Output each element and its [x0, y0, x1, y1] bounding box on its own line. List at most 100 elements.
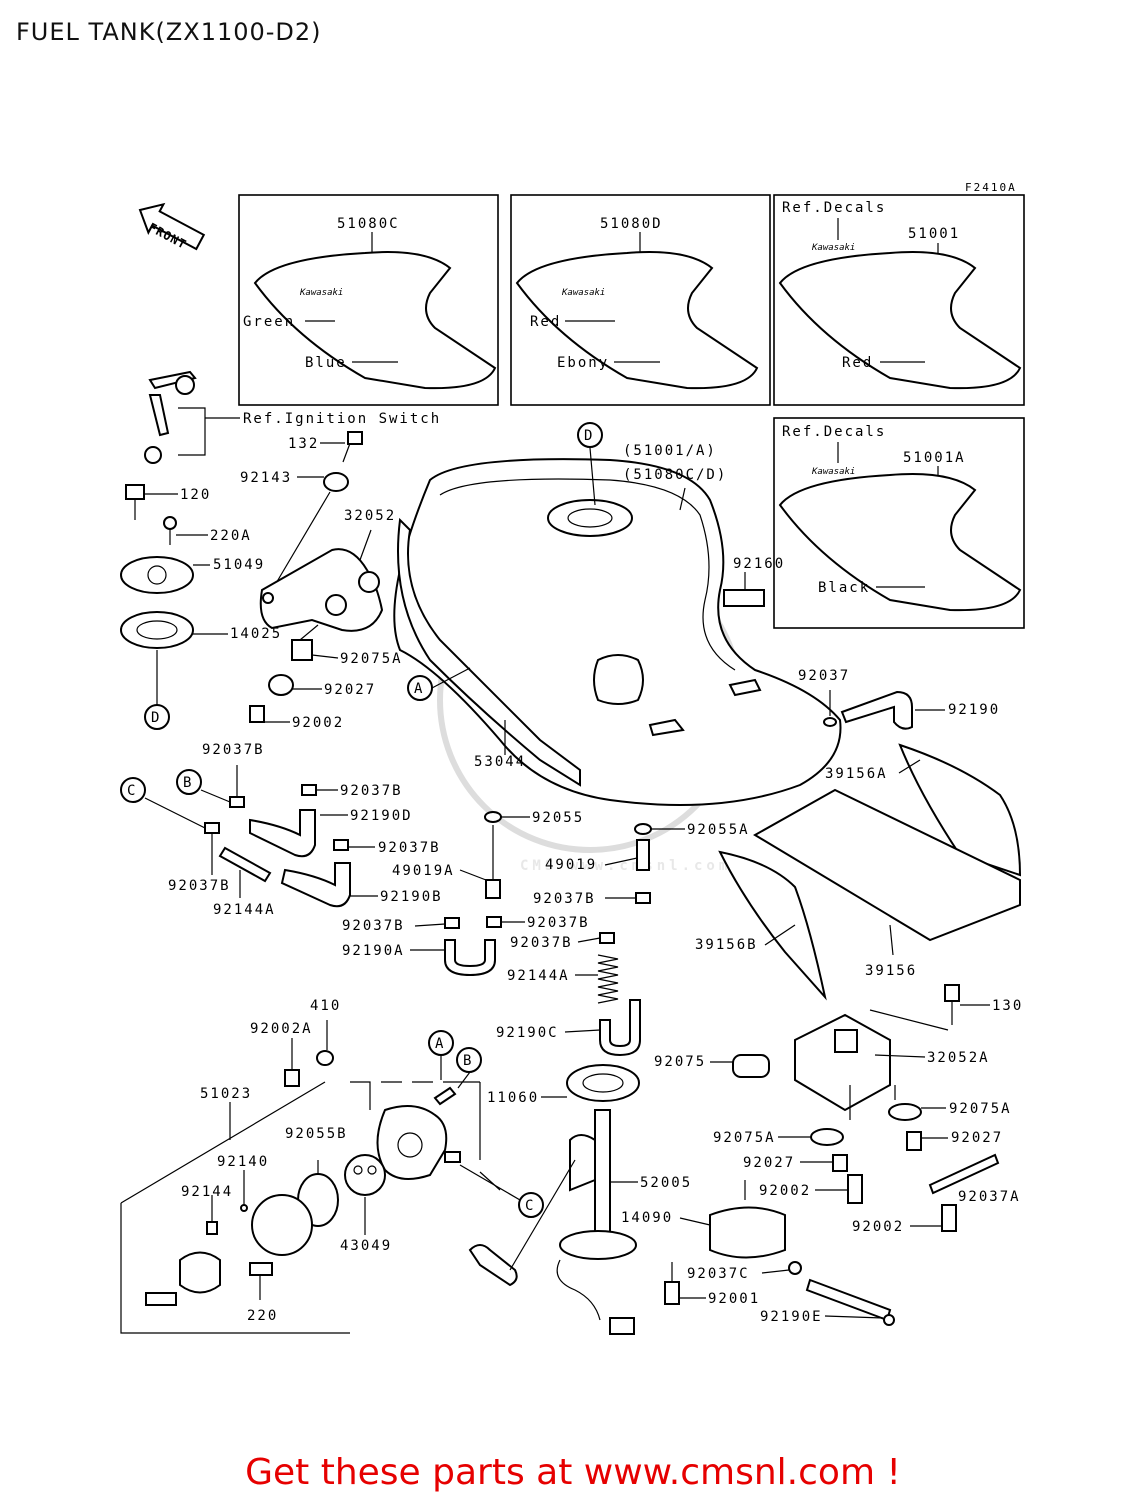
callout-a: A	[414, 681, 424, 697]
part-label: 132	[288, 436, 319, 452]
part-label: 92144A	[507, 968, 570, 984]
part-label: 92140	[217, 1154, 269, 1170]
ignition-key-icon	[144, 370, 240, 464]
part-label: 32052	[344, 508, 396, 524]
part-label: 92002A	[250, 1021, 313, 1037]
label-plate	[723, 589, 765, 607]
part-label: 92055	[532, 810, 584, 826]
part-label: 92143	[240, 470, 292, 486]
callouts: D A D B C A B C	[120, 422, 603, 1218]
inset-color-1: Red	[842, 355, 873, 371]
part-label: 92027	[743, 1155, 795, 1171]
part-label: 92075A	[949, 1101, 1012, 1117]
part-label: 52005	[640, 1175, 692, 1191]
fuel-cock-assembly	[120, 1020, 521, 1334]
inset-color-2: Blue	[305, 355, 347, 371]
part-label: 92190	[948, 702, 1000, 718]
inset-51080C: 51080C Kawasaki Green Blue	[238, 194, 499, 406]
part-label: 92037B	[533, 891, 596, 907]
part-label: 32052A	[927, 1050, 990, 1066]
part-label: 43049	[340, 1238, 392, 1254]
inset-ref: Ref.Decals	[782, 200, 886, 216]
part-label: 92037B	[340, 783, 403, 799]
inset-part-number: 51001A	[903, 450, 966, 466]
inset-51080D: 51080D Kawasaki Red Ebony	[510, 194, 771, 406]
part-label: 92037B	[527, 915, 590, 931]
part-label: 39156	[865, 963, 917, 979]
figure-code: F2410A	[965, 181, 1017, 194]
callout-c: C	[127, 783, 137, 799]
callout-d: D	[584, 428, 594, 444]
front-arrow-icon: FRONT	[138, 202, 206, 252]
part-label: 92190D	[350, 808, 413, 824]
part-label: 92037B	[342, 918, 405, 934]
part-label: 92160	[733, 556, 785, 572]
part-label: 92002	[852, 1219, 904, 1235]
part-label: 92144	[181, 1184, 233, 1200]
part-label: 92075A	[340, 651, 403, 667]
part-label: 220A	[210, 528, 252, 544]
tank-note-1: (51001/A)	[623, 443, 717, 459]
tank-note-2: (51080C/D)	[623, 467, 727, 483]
inset-color-1: Green	[243, 314, 295, 330]
svg-text:Kawasaki: Kawasaki	[811, 243, 855, 253]
rubber-pads	[718, 743, 1022, 1001]
part-label: 220	[247, 1308, 278, 1324]
center-fittings	[410, 811, 685, 1057]
part-label: 92144A	[213, 902, 276, 918]
part-label: 92037A	[958, 1189, 1021, 1205]
part-label: 11060	[487, 1090, 539, 1106]
part-label: 92037B	[168, 878, 231, 894]
callout-a: A	[435, 1036, 445, 1052]
part-label: 92002	[292, 715, 344, 731]
inset-part-number: 51080D	[600, 216, 663, 232]
part-label: 92037B	[510, 935, 573, 951]
part-label: 92002	[759, 1183, 811, 1199]
inset-ref: Ref.Decals	[782, 424, 886, 440]
bracket-32052A	[710, 984, 1000, 1232]
part-label: 92027	[324, 682, 376, 698]
pump-holder	[679, 1180, 895, 1326]
footer-promo-link[interactable]: Get these parts at www.cmsnl.com !	[245, 1452, 901, 1493]
inset-51001: Ref.Decals 51001 Kawasaki Red	[773, 194, 1025, 406]
inset-color-2: Ebony	[557, 355, 609, 371]
fuel-tank	[393, 447, 842, 806]
svg-text:Kawasaki: Kawasaki	[561, 288, 605, 298]
inset-part-number: 51001	[908, 226, 960, 242]
left-column-parts	[120, 484, 228, 705]
inset-part-number: 51080C	[337, 216, 400, 232]
part-label: 92190A	[342, 943, 405, 959]
part-label: 51023	[200, 1086, 252, 1102]
callout-c: C	[525, 1198, 535, 1214]
part-label: 92037C	[687, 1266, 750, 1282]
part-label: 120	[180, 487, 211, 503]
part-label: 53044	[474, 754, 526, 770]
part-label: 92037	[798, 668, 850, 684]
part-label: 92190E	[760, 1309, 823, 1325]
fuel-pump-assembly	[468, 1064, 706, 1335]
part-label: 92001	[708, 1291, 760, 1307]
part-label: 39156A	[825, 766, 888, 782]
svg-text:Kawasaki: Kawasaki	[299, 288, 343, 298]
part-label: 92055B	[285, 1126, 348, 1142]
watermark-text: CMS www.cmsnl.com	[520, 858, 731, 874]
part-label: 49019	[545, 857, 597, 873]
part-label: 92075	[654, 1054, 706, 1070]
overflow-hose	[823, 690, 945, 730]
part-label: 130	[992, 998, 1023, 1014]
inset-color-1: Black	[818, 580, 870, 596]
hoses-left	[144, 765, 378, 908]
part-label: 92055A	[687, 822, 750, 838]
part-label: 92037B	[202, 742, 265, 758]
page-title: FUEL TANK(ZX1100-D2)	[16, 18, 322, 46]
part-label: 51049	[213, 557, 265, 573]
part-label: 14025	[230, 626, 282, 642]
part-label: 39156B	[695, 937, 758, 953]
part-label: 92027	[951, 1130, 1003, 1146]
part-label: 49019A	[392, 863, 455, 879]
part-label: 92190B	[380, 889, 443, 905]
part-labels: 132 92143 120 220A 32052 51049 14025 920…	[168, 436, 1023, 1325]
bracket-32052	[249, 431, 384, 723]
callout-b: B	[183, 775, 193, 791]
